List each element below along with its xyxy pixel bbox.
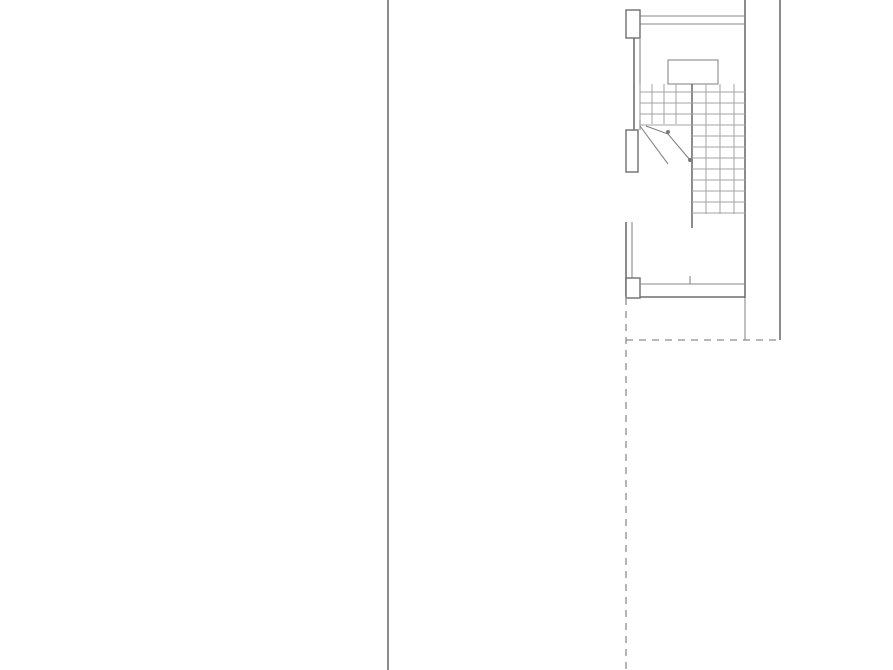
- stair-rails: [651, 84, 735, 214]
- staircase: [639, 59, 745, 228]
- stair-landing: [667, 59, 719, 85]
- stair-treads: [640, 91, 745, 214]
- door-jamb-upper: [625, 129, 639, 173]
- stair-arrow-dot: [688, 158, 692, 162]
- stair-arrow-head: [666, 130, 670, 134]
- column-top: [625, 9, 641, 39]
- column-bottom: [625, 277, 641, 299]
- door-swing: [639, 125, 669, 165]
